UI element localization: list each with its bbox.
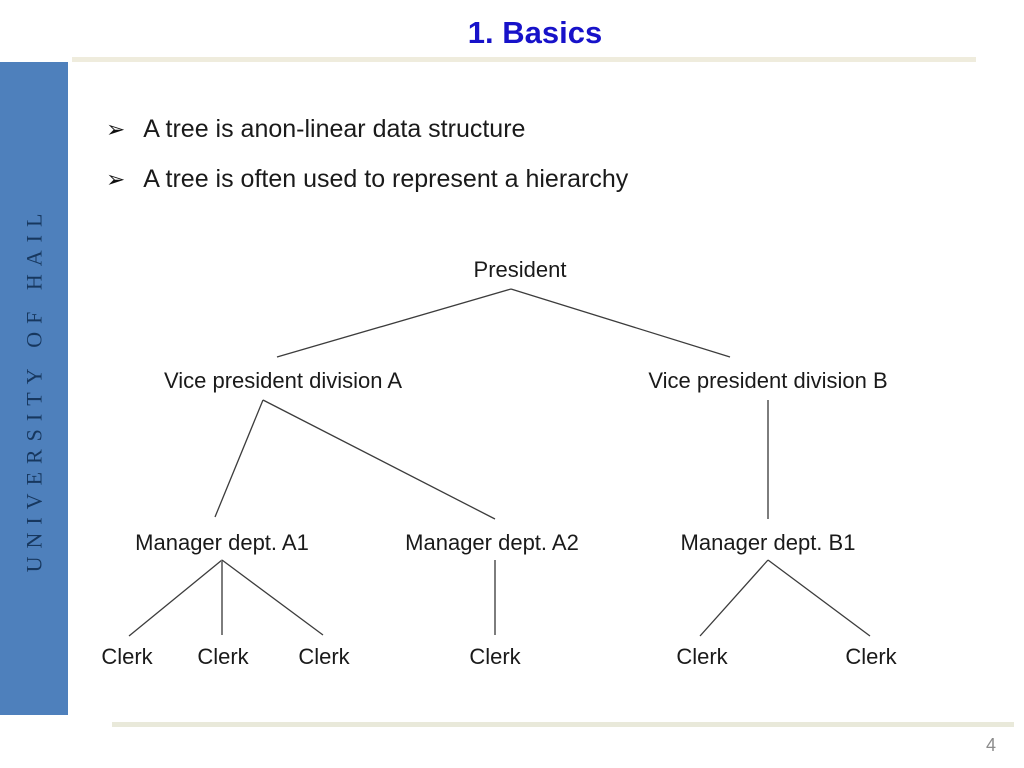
bullet-text: A tree is often used to represent a hier… xyxy=(143,165,629,193)
university-banner-text: UNIVERSITY OF HAIL xyxy=(21,205,46,572)
tree-node-vp-b: Vice president division B xyxy=(648,368,888,393)
tree-edge-president-vp-a xyxy=(276,288,512,358)
tree-edge-mgr-b1-clerk-5 xyxy=(699,559,769,637)
tree-edge-mgr-a1-clerk-1 xyxy=(128,559,223,637)
bullet-item: ➢ A tree is anon-linear data structure xyxy=(106,112,628,146)
tree-node-clerk-4: Clerk xyxy=(469,644,521,669)
tree-node-mgr-b1: Manager dept. B1 xyxy=(680,530,856,555)
tree-node-clerk-5: Clerk xyxy=(676,644,728,669)
arrowhead-bullet-icon: ➢ xyxy=(106,116,126,142)
slide-title: 1. Basics xyxy=(467,15,603,50)
tree-node-clerk-1: Clerk xyxy=(101,644,153,669)
title-divider xyxy=(72,57,976,62)
tree-node-mgr-a2: Manager dept. A2 xyxy=(405,530,579,555)
page-number: 4 xyxy=(985,735,996,755)
tree-node-clerk-6: Clerk xyxy=(845,644,897,669)
tree-edge-vp-a-mgr-a1 xyxy=(214,399,264,518)
footer-divider xyxy=(112,722,1014,727)
arrowhead-bullet-icon: ➢ xyxy=(106,166,126,192)
tree-node-clerk-2: Clerk xyxy=(197,644,249,669)
bullet-text: A tree is anon-linear data structure xyxy=(143,115,526,143)
tree-edge-vp-a-mgr-a2 xyxy=(262,399,496,520)
tree-edge-president-vp-b xyxy=(510,288,731,358)
bullet-list: ➢ A tree is anon-linear data structure ➢ A … xyxy=(106,112,628,212)
tree-edge-mgr-b1-clerk-6 xyxy=(767,559,871,637)
bullet-item: ➢ A tree is often used to represent a hie… xyxy=(106,162,628,196)
tree-node-president: President xyxy=(473,257,567,282)
tree-node-clerk-3: Clerk xyxy=(298,644,350,669)
tree-edge-mgr-a1-clerk-3 xyxy=(221,559,324,636)
tree-node-mgr-a1: Manager dept. A1 xyxy=(135,530,309,555)
university-banner: UNIVERSITY OF HAIL xyxy=(0,62,68,715)
tree-node-vp-a: Vice president division A xyxy=(163,368,403,393)
